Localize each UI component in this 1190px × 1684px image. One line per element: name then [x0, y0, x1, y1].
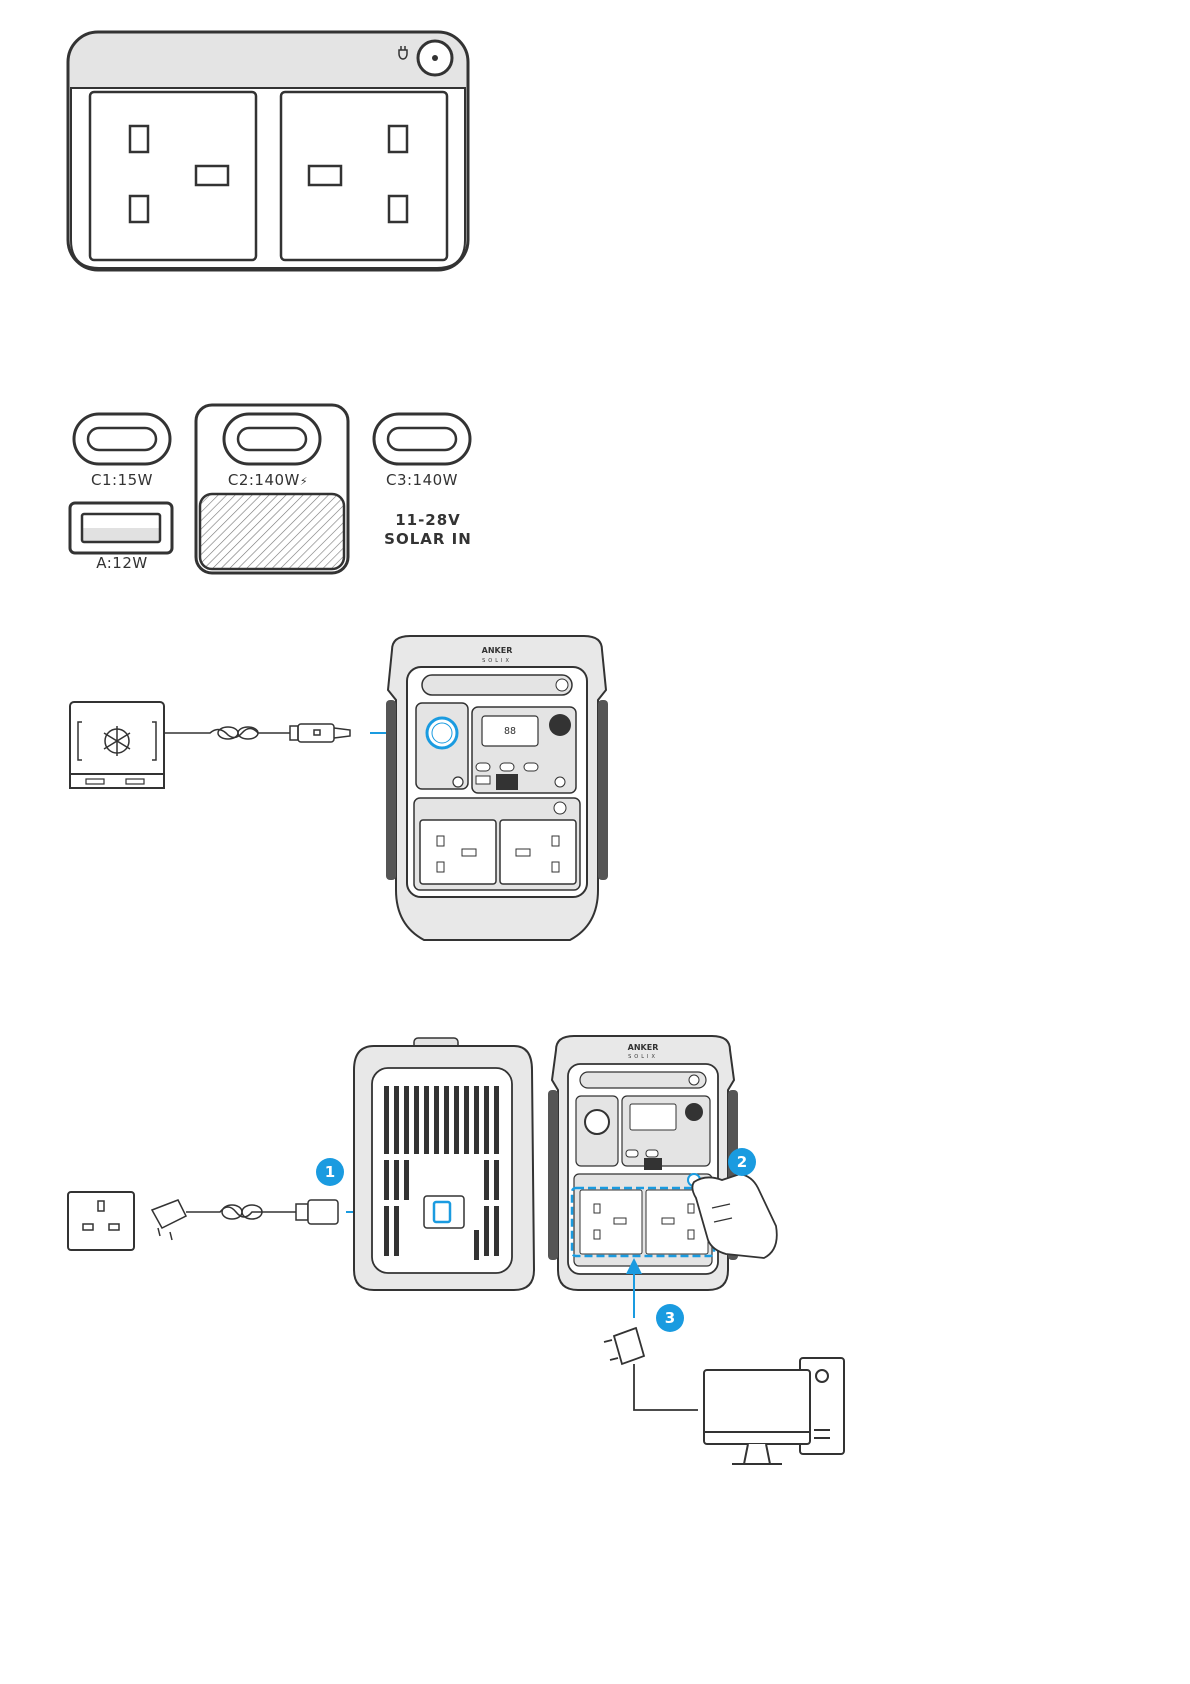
car-charger-cable [164, 724, 350, 742]
usb-a-label: A:12W [96, 554, 147, 572]
power-station-front-2: ANKER SOLIX [548, 1036, 738, 1290]
car-socket-diagram: ANKER SOLIX 88 [70, 636, 608, 940]
svg-text:3: 3 [665, 1309, 675, 1327]
desktop-computer-icon [704, 1358, 844, 1464]
step3-badge: 3 [656, 1304, 684, 1332]
brand-logo: ANKER [482, 646, 513, 655]
svg-text:88: 88 [504, 726, 516, 737]
usb-ports-panel: C1:15W C2:140W⚡ C3:140W A:12W 11-28V SOL… [70, 405, 472, 573]
usb-c1-port [74, 414, 170, 464]
fridge-device [70, 702, 164, 788]
ac-outlet-panel [68, 32, 468, 270]
usb-c3-port [374, 414, 470, 464]
brand-logo-2: ANKER [628, 1043, 659, 1052]
ac-outlet-left [90, 92, 256, 260]
usb-c3-label: C3:140W [386, 471, 458, 489]
usb-c2-label: C2:140W⚡ [228, 471, 308, 489]
brand-sub-logo-2: SOLIX [628, 1054, 658, 1060]
solar-in-label: SOLAR IN [384, 530, 472, 548]
solar-input-cover [200, 494, 344, 569]
step1-badge: 1 [316, 1158, 344, 1186]
power-station-back [354, 1038, 534, 1290]
usb-c2-port-module [196, 405, 348, 573]
computer-adapter [604, 1328, 698, 1410]
ac-input-port [434, 1202, 450, 1222]
solar-voltage-label: 11-28V [395, 511, 461, 529]
usb-c1-label: C1:15W [91, 471, 153, 489]
power-button-icon[interactable] [418, 41, 452, 75]
svg-text:2: 2 [737, 1153, 747, 1171]
brand-sub-logo: SOLIX [482, 658, 512, 664]
ac-power-cable [152, 1200, 338, 1240]
usb-a-port [70, 503, 172, 553]
ac-charging-diagram: 1 ANKER SOLIX [68, 1036, 844, 1464]
svg-text:1: 1 [325, 1163, 335, 1181]
power-station-front: ANKER SOLIX 88 [386, 636, 608, 940]
step2-badge: 2 [728, 1148, 756, 1176]
ac-outlet-right [281, 92, 447, 260]
wall-socket [68, 1192, 134, 1250]
